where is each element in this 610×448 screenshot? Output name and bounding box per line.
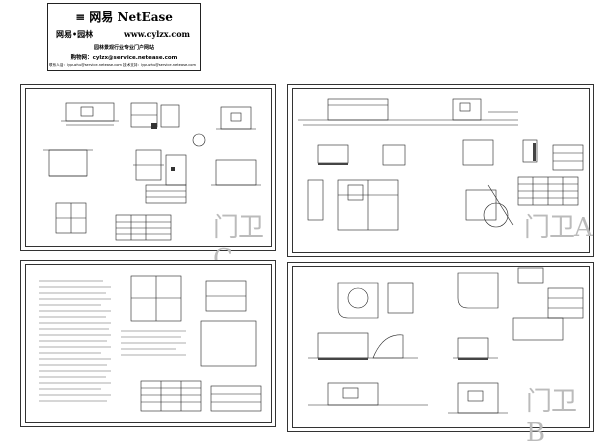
drawing-sheet-4[interactable]: 门卫B xyxy=(287,262,594,448)
sheet-inner-border xyxy=(25,88,272,247)
header-site[interactable]: www.cylzx.com xyxy=(124,29,190,39)
sheet-1-code: 门卫C xyxy=(213,213,264,274)
sheet-inner-border xyxy=(25,264,272,423)
sheet-4-code: 门卫B xyxy=(526,387,577,448)
sheet-2-code: 门卫A xyxy=(524,213,593,243)
sheet-3-drawing xyxy=(39,275,262,412)
header-brand: 网易•园林 xyxy=(56,29,94,39)
sheet-inner-border xyxy=(292,88,590,253)
header-title: ≡ 网易 NetEase xyxy=(75,10,173,24)
sheet-4-drawing xyxy=(308,267,584,414)
netease-header-box: ≡ 网易 NetEase 网易•园林 www.cylzx.com 园林景观行业专… xyxy=(47,3,201,71)
header-contact: 购物网：cylzx@service.netease.com xyxy=(70,55,178,61)
header-footer-line: 联系人话：lypuzhu@service.netease.com 技术支持：ly… xyxy=(49,63,196,67)
sheet-inner-border xyxy=(292,266,590,428)
sheet-1-drawing xyxy=(43,102,261,241)
drawing-sheet-3[interactable] xyxy=(20,260,276,427)
drawing-sheet-2[interactable]: 门卫A xyxy=(287,84,594,257)
header-brand-row: 网易•园林 www.cylzx.com xyxy=(48,28,200,40)
header-tagline: 园林景观行业专业门户网站 xyxy=(93,45,154,51)
sheet-2-drawing xyxy=(298,98,584,231)
drawing-sheet-1[interactable]: 门卫C xyxy=(20,84,276,274)
